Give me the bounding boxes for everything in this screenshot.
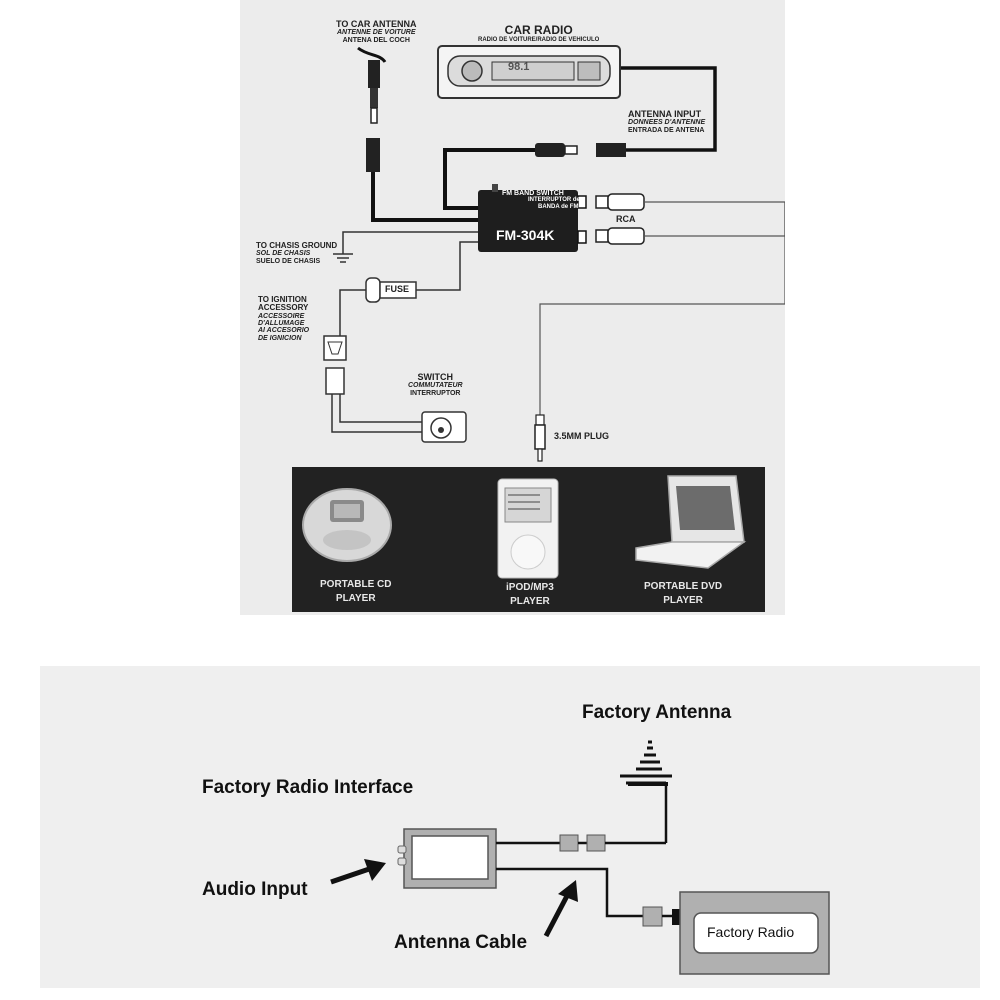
cd-player-icon <box>302 488 392 562</box>
interface-box <box>397 828 497 889</box>
fm-band-switch-label: FM BAND SWITCH INTERRUPTOR de BANDA de F… <box>502 190 580 210</box>
rca-label: RCA <box>616 214 636 224</box>
fuse-holder <box>365 277 381 303</box>
fm-module <box>478 184 587 252</box>
interface-lines <box>330 740 830 975</box>
arrow-cable-icon <box>543 880 578 938</box>
switch-label: SWITCH COMMUTATEUR INTERRUPTOR <box>408 372 463 397</box>
plug-label: 3.5MM PLUG <box>554 431 610 441</box>
3.5mm-plug <box>534 414 546 462</box>
chassis-ground-label: TO CHASIS GROUND SOL DE CHASIS SUELO DE … <box>256 241 338 265</box>
antenna-input-label: ANTENNA INPUT DONNEES D'ANTENNE ENTRADA … <box>628 109 706 134</box>
factory-radio-unit <box>679 891 830 975</box>
top-wiring-diagram: TO CAR ANTENNA ANTENNE DE VOITURE ANTENA… <box>240 0 785 615</box>
ipod-icon <box>497 478 559 579</box>
antenna-input-jack <box>596 143 626 157</box>
device-label-cd: PORTABLE CD PLAYER <box>320 579 392 604</box>
device-label-ipod: iPOD/MP3 PLAYER <box>506 582 554 607</box>
switch-icon <box>421 411 467 443</box>
fuse-label: FUSE <box>385 284 410 294</box>
antenna-cable-label: Antenna Cable <box>394 932 528 953</box>
car-antenna-label: TO CAR ANTENNA ANTENNE DE VOITURE ANTENA… <box>336 19 417 44</box>
antenna-icon <box>620 740 672 843</box>
audio-input-label: Audio Input <box>202 879 308 900</box>
wiring-lines <box>292 45 785 612</box>
antenna-jack <box>366 138 380 172</box>
radio-display: 98.1 <box>508 61 530 73</box>
ignition-label: TO IGNITION ACCESSORY ACCESSOIRE D'ALLUM… <box>258 295 310 342</box>
factory-radio-interface-label: Factory Radio Interface <box>202 777 414 798</box>
car-radio-unit <box>437 45 621 99</box>
dvd-player-icon <box>635 475 747 569</box>
bottom-interface-diagram: Factory Antenna Factory Radio Interface … <box>40 666 980 988</box>
antenna-plug <box>368 60 380 88</box>
fm-model-label: FM-304K <box>496 227 555 243</box>
rca-plugs <box>595 193 645 245</box>
ignition-connector <box>323 335 347 395</box>
factory-antenna-label: Factory Antenna <box>582 702 732 723</box>
factory-radio-label: Factory Radio <box>707 924 795 940</box>
arrow-audio-icon <box>330 859 386 885</box>
device-label-dvd: PORTABLE DVD PLAYER <box>644 581 723 606</box>
car-radio-label: CAR RADIO RADIO DE VOITURE/RADIO DE VEHI… <box>478 23 600 43</box>
